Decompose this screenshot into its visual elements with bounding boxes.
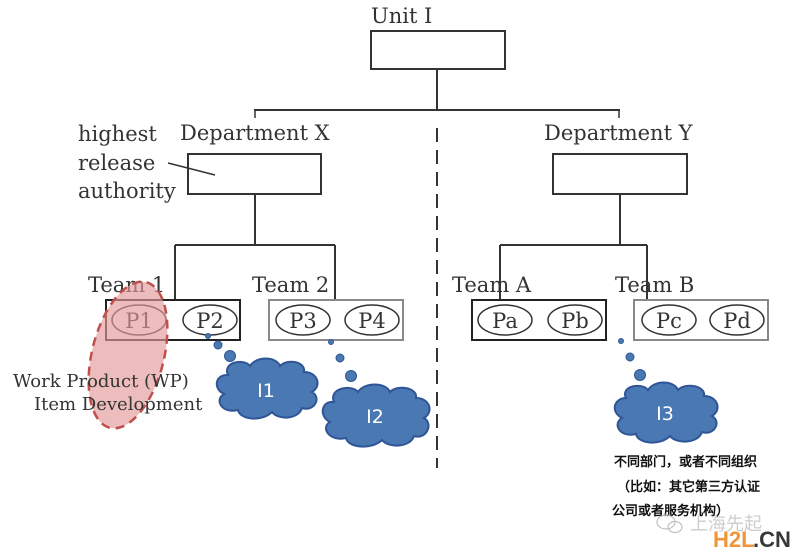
work-product-note-line: Item Development	[34, 394, 203, 415]
department-x-label: Department X	[180, 121, 330, 145]
authority-note-line: highest	[78, 122, 157, 146]
member-label: Pc	[656, 309, 682, 333]
department-x-box	[187, 153, 322, 195]
unit-box	[370, 30, 506, 70]
cloud-i1: I1	[215, 357, 319, 420]
chinese-note-line: 不同部门，或者不同组织	[614, 454, 757, 470]
unit-label: Unit I	[371, 4, 432, 28]
member-label: P2	[196, 309, 224, 333]
member-pa: Pa	[477, 304, 533, 336]
bubble-dots-i2	[328, 339, 357, 382]
work-product-highlight	[87, 280, 169, 430]
department-y-box	[552, 153, 688, 195]
team-a-label: Team A	[452, 273, 532, 297]
department-y-label: Department Y	[544, 121, 694, 145]
bubble-dots-i1	[205, 333, 236, 362]
chinese-note-line: （比如：其它第三方认证	[617, 479, 760, 495]
cloud-label: I1	[257, 380, 275, 402]
team-b-label: Team B	[615, 273, 694, 297]
authority-note-line: release	[78, 151, 155, 175]
cloud-label: I3	[656, 403, 674, 425]
member-pb: Pb	[547, 304, 603, 336]
cloud-i2: I2	[321, 383, 431, 448]
member-label: Pd	[723, 309, 751, 333]
chinese-note-line: 公司或者服务机构）	[612, 503, 729, 519]
wechat-icon	[656, 514, 683, 534]
cloud-icon	[215, 357, 319, 420]
watermark: 上海先起 H2L .CN	[656, 514, 791, 552]
member-p3: P3	[275, 304, 331, 336]
member-label: Pa	[492, 309, 518, 333]
annotation-pointer	[167, 162, 216, 176]
member-label: P4	[358, 309, 386, 333]
authority-note-line: authority	[78, 179, 176, 203]
bubble-dots-i3	[618, 338, 646, 381]
member-label: Pb	[561, 309, 589, 333]
brand-h2l: H2L	[713, 527, 755, 552]
member-label: P3	[289, 309, 317, 333]
watermark-text: 上海先起	[690, 514, 762, 535]
cloud-i3: I3	[613, 381, 719, 444]
team-2-label: Team 2	[252, 273, 329, 297]
member-pd: Pd	[709, 304, 765, 336]
cloud-icon	[321, 383, 431, 448]
work-product-note-line: Work Product (WP)	[13, 371, 189, 392]
cloud-icon	[613, 381, 719, 444]
cloud-label: I2	[366, 406, 384, 428]
member-p4: P4	[344, 304, 400, 336]
member-pc: Pc	[641, 304, 697, 336]
brand-cn: .CN	[753, 527, 791, 552]
